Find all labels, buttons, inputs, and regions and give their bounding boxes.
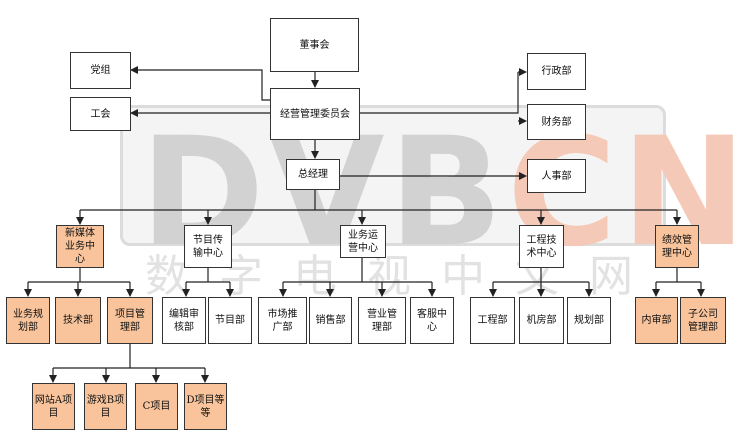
finance-dept-node: 财务部 xyxy=(527,104,586,140)
website-a-node: 网站A项 目 xyxy=(32,383,75,430)
program-dept-node: 节目部 xyxy=(208,297,252,344)
project-c-label: C项目 xyxy=(142,401,171,412)
project-d-node: D项目等 等 xyxy=(184,383,227,430)
general-manager-node: 总经理 xyxy=(286,159,340,190)
board-node: 董事会 xyxy=(270,18,359,72)
machine-room-node: 机房部 xyxy=(519,297,564,344)
audit-dept-node: 内审部 xyxy=(635,297,678,344)
general-manager-label: 总经理 xyxy=(298,169,328,180)
customer-service-label: 客服中 心 xyxy=(417,308,447,333)
board-label: 董事会 xyxy=(299,39,330,51)
business-operation-center-label: 业务运 营中心 xyxy=(348,229,378,254)
connector-engineering-depts xyxy=(493,268,589,283)
program-transmission-center-label: 节目传 输中心 xyxy=(193,234,223,259)
business-operation-center-node: 业务运 营中心 xyxy=(340,225,386,258)
management-committee-node: 经营管理委员会 xyxy=(270,88,360,140)
business-management-label: 营业管 理部 xyxy=(367,308,397,333)
union-node: 工会 xyxy=(70,97,131,131)
sales-dept-label: 销售部 xyxy=(315,315,346,326)
engineering-dept-label: 工程部 xyxy=(477,315,508,326)
connector-projects xyxy=(53,344,205,369)
engineering-tech-center-node: 工程技 术中心 xyxy=(519,225,564,268)
new-media-center-node: 新媒体 业务中 心 xyxy=(56,225,104,268)
project-d-label: D项目等 等 xyxy=(186,394,225,419)
admin-dept-node: 行政部 xyxy=(527,53,586,90)
tech-dept-node: 技术部 xyxy=(55,297,101,344)
performance-center-node: 绩效管 理中心 xyxy=(655,225,699,268)
customer-service-node: 客服中 心 xyxy=(410,297,454,344)
tech-dept-label: 技术部 xyxy=(63,315,93,326)
connector-program-depts xyxy=(186,268,230,283)
marketing-dept-label: 市场推 广部 xyxy=(267,308,298,333)
game-b-label: 游戏B项 目 xyxy=(86,394,125,419)
new-media-center-label: 新媒体 业务中 心 xyxy=(65,228,95,265)
connector-new-media-depts xyxy=(28,268,130,283)
project-c-node: C项目 xyxy=(135,383,178,430)
project-management-node: 项目管 理部 xyxy=(107,297,153,344)
engineering-tech-center-label: 工程技 术中心 xyxy=(526,234,557,259)
finance-dept-label: 财务部 xyxy=(541,116,572,128)
editing-review-label: 编辑审 核部 xyxy=(169,308,199,333)
project-management-label: 项目管 理部 xyxy=(115,308,145,333)
program-dept-label: 节目部 xyxy=(215,315,245,326)
machine-room-label: 机房部 xyxy=(526,315,557,326)
subsidiary-management-label: 子公司 管理部 xyxy=(688,308,718,333)
union-label: 工会 xyxy=(90,108,111,120)
connector-committee-finance xyxy=(360,72,519,114)
connector-gm-centers xyxy=(80,190,677,211)
connector-performance-depts xyxy=(656,268,701,283)
engineering-dept-node: 工程部 xyxy=(470,297,515,344)
business-planning-node: 业务规 划部 xyxy=(6,297,50,344)
subsidiary-management-node: 子公司 管理部 xyxy=(680,297,726,344)
party-node: 党组 xyxy=(70,52,131,89)
hr-dept-label: 人事部 xyxy=(541,170,572,182)
program-transmission-center-node: 节目传 输中心 xyxy=(184,225,232,268)
planning-dept-label: 规划部 xyxy=(574,315,604,326)
connector-business-depts xyxy=(283,258,432,283)
admin-dept-label: 行政部 xyxy=(541,66,572,77)
planning-dept-node: 规划部 xyxy=(567,297,611,344)
management-committee-label: 经营管理委员会 xyxy=(280,108,350,120)
game-b-node: 游戏B项 目 xyxy=(84,383,127,430)
business-management-node: 营业管 理部 xyxy=(358,297,406,344)
audit-dept-label: 内审部 xyxy=(641,315,672,326)
website-a-label: 网站A项 目 xyxy=(34,394,73,419)
business-planning-label: 业务规 划部 xyxy=(13,308,43,333)
sales-dept-node: 销售部 xyxy=(309,297,352,344)
editing-review-node: 编辑审 核部 xyxy=(162,297,206,344)
marketing-dept-node: 市场推 广部 xyxy=(258,297,307,344)
connector-committee-party xyxy=(130,66,270,101)
party-label: 党组 xyxy=(90,65,111,76)
performance-center-label: 绩效管 理中心 xyxy=(662,234,692,259)
hr-dept-node: 人事部 xyxy=(527,159,586,193)
